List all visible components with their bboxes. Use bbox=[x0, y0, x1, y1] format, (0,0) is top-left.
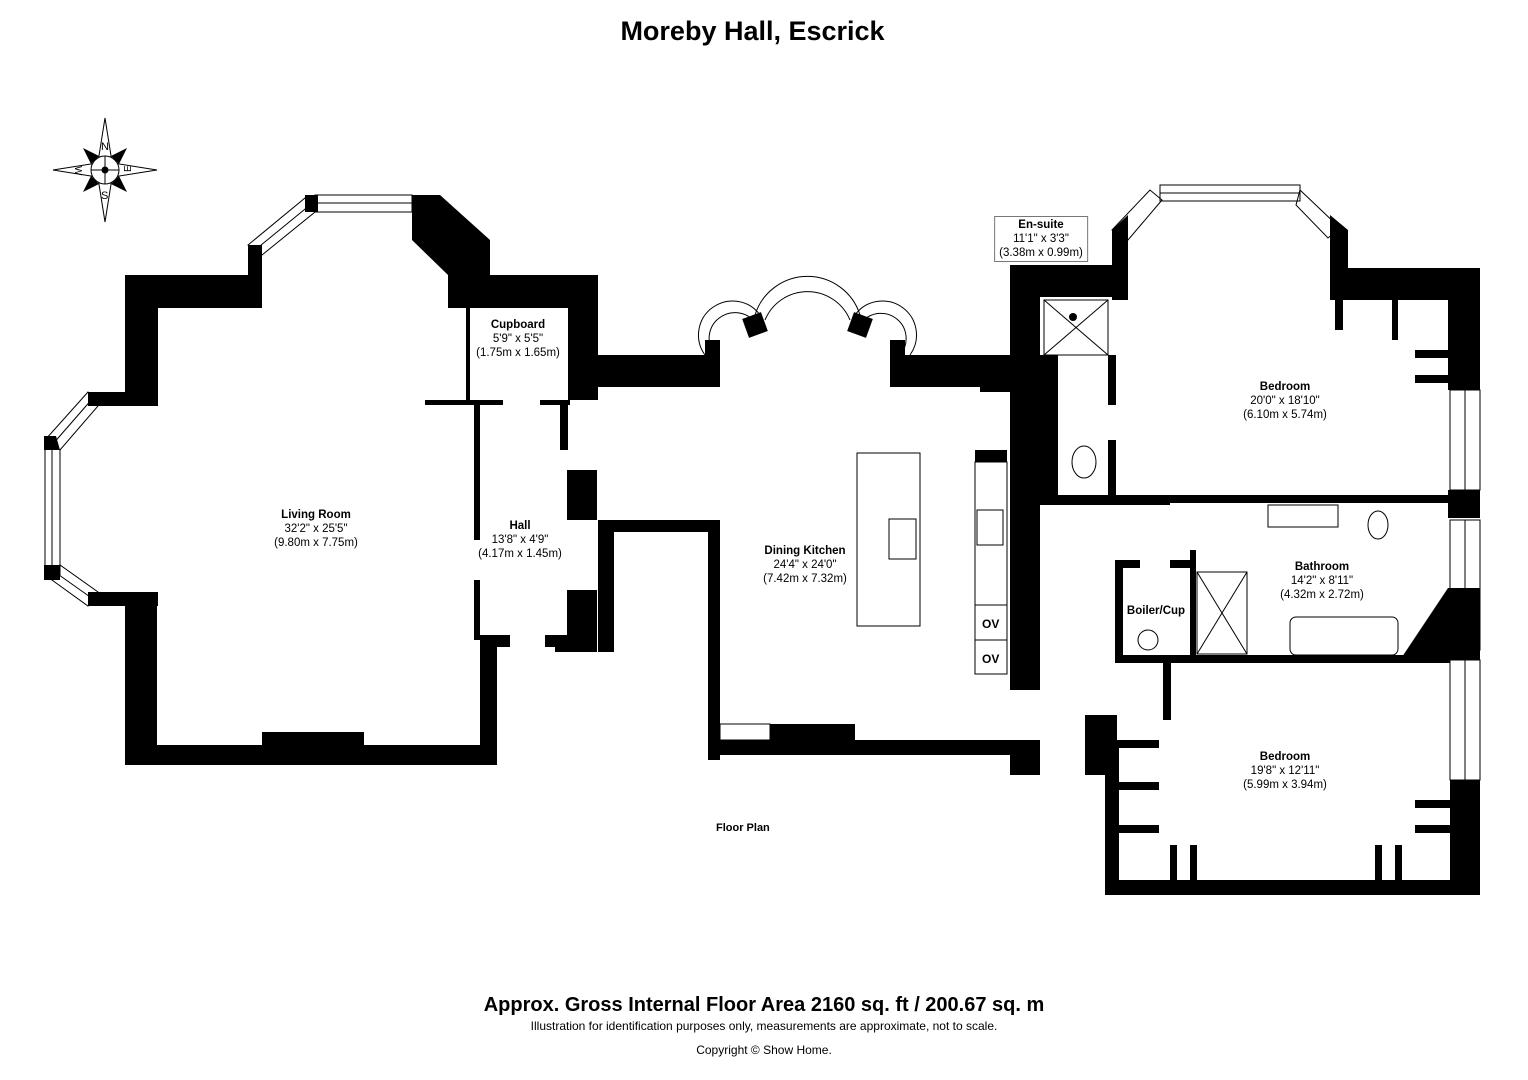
room-label-hall: Hall 13'8" x 4'9" (4.17m x 1.45m) bbox=[478, 520, 562, 560]
disclaimer-text: Illustration for identification purposes… bbox=[530, 1019, 998, 1033]
oven-label: OV bbox=[982, 652, 1000, 666]
living-room-walls bbox=[88, 195, 598, 765]
room-label-bedroom-1: Bedroom 20'0" x 18'10" (6.10m x 5.74m) bbox=[1243, 381, 1327, 421]
kitchen-walls bbox=[598, 270, 1040, 775]
room-label-bedroom-2: Bedroom 19'8" x 12'11" (5.99m x 3.94m) bbox=[1243, 751, 1327, 791]
plan-title: Moreby Hall, Escrick bbox=[620, 16, 885, 46]
room-label-dining-kitchen: Dining Kitchen 24'4" x 24'0" (7.42m x 7.… bbox=[763, 545, 847, 585]
floor-plan-label: Floor Plan bbox=[716, 822, 770, 834]
bedroom-2-walls bbox=[1105, 740, 1480, 895]
bathroom-walls bbox=[1085, 550, 1480, 775]
room-label-en-suite: En-suite 11'1" x 3'3" (3.38m x 0.99m) bbox=[994, 216, 1088, 262]
copyright-text: Copyright © Show Home. bbox=[696, 1043, 832, 1057]
bedroom-wing-walls bbox=[1010, 215, 1480, 518]
kitchen-bay-windows bbox=[698, 275, 1008, 741]
room-label-boiler-cupboard: Boiler/Cup bbox=[1126, 605, 1186, 617]
svg-text:W: W bbox=[72, 166, 83, 176]
room-label-cupboard: Cupboard 5'9" x 5'5" (1.75m x 1.65m) bbox=[476, 319, 560, 359]
oven-label: OV bbox=[982, 617, 1000, 631]
floor-area-total: Approx. Gross Internal Floor Area 2160 s… bbox=[483, 994, 1045, 1016]
svg-text:S: S bbox=[101, 190, 108, 202]
compass-icon: N S E W bbox=[52, 117, 158, 223]
room-label-living-room: Living Room 32'2" x 25'5" (9.80m x 7.75m… bbox=[274, 509, 358, 549]
svg-text:E: E bbox=[123, 165, 134, 172]
room-label-bathroom: Bathroom 14'2" x 8'11" (4.32m x 2.72m) bbox=[1280, 561, 1364, 601]
svg-text:N: N bbox=[101, 141, 109, 153]
